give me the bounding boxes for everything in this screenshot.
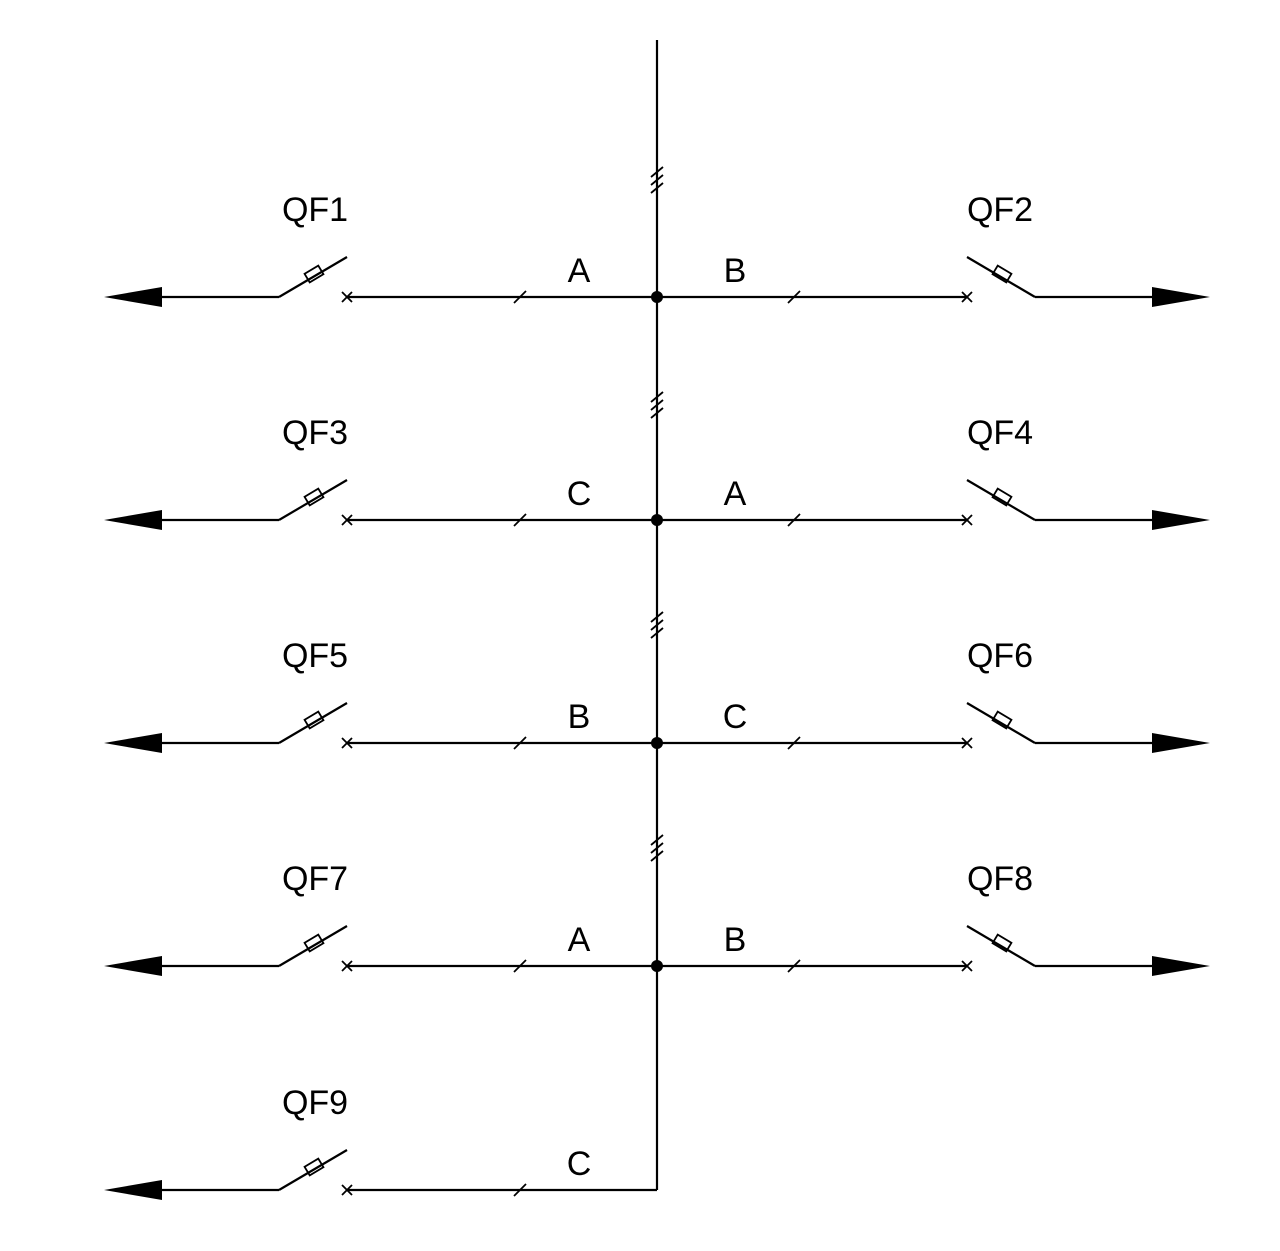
- phase-label: A: [724, 475, 747, 513]
- breaker-trip-box: [991, 487, 1013, 507]
- arrow-icon: [1152, 733, 1210, 753]
- phase-tick: [650, 166, 664, 178]
- breaker-label: QF2: [967, 191, 1033, 229]
- phase-label: A: [568, 921, 591, 959]
- contact-x-mark: [341, 1184, 353, 1196]
- contact-x-mark: [961, 960, 973, 972]
- arrow-icon: [104, 510, 162, 530]
- phase-tick: [513, 513, 527, 527]
- three-phase-mark: [650, 834, 664, 862]
- breaker-label: QF1: [282, 191, 348, 229]
- breaker-label: QF6: [967, 637, 1033, 675]
- breaker-blade: [278, 1149, 348, 1191]
- phase-label: C: [567, 475, 592, 513]
- phase-label: C: [567, 1145, 592, 1183]
- arrow-icon: [104, 287, 162, 307]
- phase-tick: [650, 174, 664, 186]
- three-phase-mark: [650, 611, 664, 639]
- phase-tick: [650, 611, 664, 623]
- three-phase-mark: [650, 166, 664, 194]
- phase-tick: [513, 736, 527, 750]
- phase-tick: [650, 850, 664, 862]
- breaker-blade: [966, 256, 1036, 298]
- breaker-trip-box: [303, 933, 325, 953]
- breaker-blade: [278, 925, 348, 967]
- phase-tick: [650, 182, 664, 194]
- breaker-trip-box: [991, 264, 1013, 284]
- breaker-trip-box: [303, 710, 325, 730]
- arrow-icon: [1152, 956, 1210, 976]
- arrow-icon: [1152, 510, 1210, 530]
- phase-tick: [787, 290, 801, 304]
- breaker-trip-box: [991, 710, 1013, 730]
- contact-x-mark: [961, 291, 973, 303]
- breaker-label: QF3: [282, 414, 348, 452]
- breaker-label: QF5: [282, 637, 348, 675]
- breaker-blade: [278, 479, 348, 521]
- phase-tick: [650, 399, 664, 411]
- phase-tick: [513, 290, 527, 304]
- breaker-blade: [966, 925, 1036, 967]
- breaker-trip-box: [303, 264, 325, 284]
- breaker-blade: [966, 702, 1036, 744]
- breaker-trip-box: [991, 933, 1013, 953]
- phase-label: B: [724, 921, 747, 959]
- phase-tick: [787, 959, 801, 973]
- phase-tick: [650, 627, 664, 639]
- phase-tick: [650, 619, 664, 631]
- contact-x-mark: [961, 737, 973, 749]
- phase-tick: [513, 959, 527, 973]
- contact-x-mark: [341, 737, 353, 749]
- contact-x-mark: [341, 960, 353, 972]
- arrow-icon: [104, 733, 162, 753]
- breaker-label: QF4: [967, 414, 1033, 452]
- phase-label: B: [724, 252, 747, 290]
- breaker-label: QF7: [282, 860, 348, 898]
- phase-label: A: [568, 252, 591, 290]
- three-phase-mark: [650, 391, 664, 419]
- breaker-blade: [278, 256, 348, 298]
- vertical-bus: [650, 40, 664, 1190]
- breaker-blade: [966, 479, 1036, 521]
- breaker-trip-box: [303, 1157, 325, 1177]
- phase-tick: [650, 842, 664, 854]
- arrow-icon: [104, 956, 162, 976]
- contact-x-mark: [341, 514, 353, 526]
- phase-tick: [787, 513, 801, 527]
- phase-tick: [650, 391, 664, 403]
- contact-x-mark: [961, 514, 973, 526]
- phase-label: C: [723, 698, 748, 736]
- phase-label: B: [568, 698, 591, 736]
- breaker-blade: [278, 702, 348, 744]
- phase-tick: [513, 1183, 527, 1197]
- breaker-trip-box: [303, 487, 325, 507]
- breaker-label: QF9: [282, 1084, 348, 1122]
- arrow-icon: [104, 1180, 162, 1200]
- phase-tick: [787, 736, 801, 750]
- breaker-label: QF8: [967, 860, 1033, 898]
- contact-x-mark: [341, 291, 353, 303]
- phase-tick: [650, 407, 664, 419]
- phase-tick: [650, 834, 664, 846]
- arrow-icon: [1152, 287, 1210, 307]
